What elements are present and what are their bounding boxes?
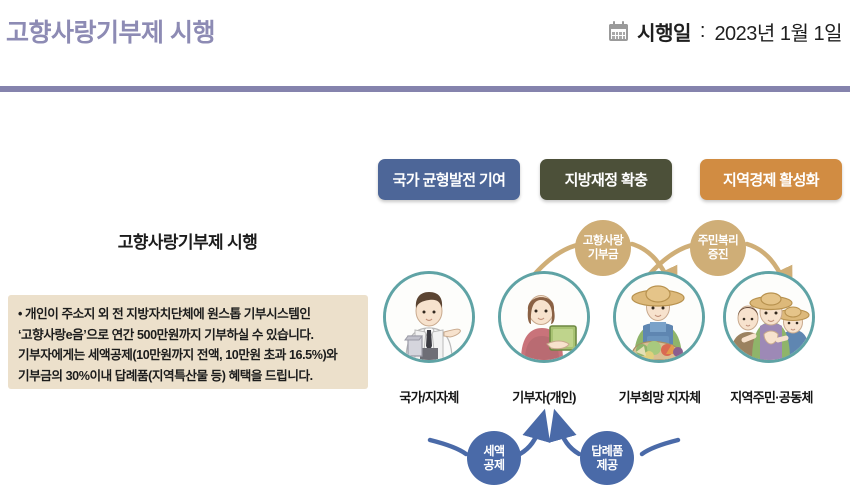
outcome-pill-local-economy: 지역경제 활성화 bbox=[700, 159, 842, 200]
description-box: • 개인이 주소지 외 전 지방자치단체에 원스톱 기부시스템인 ‘고향사랑e음… bbox=[8, 295, 368, 389]
avatar-official bbox=[383, 271, 475, 363]
effective-date-separator: : bbox=[699, 20, 706, 42]
effective-date-label: 시행일 bbox=[637, 23, 691, 45]
description-text: • 개인이 주소지 외 전 지방자치단체에 원스톱 기부시스템인 ‘고향사랑e음… bbox=[18, 307, 338, 383]
avatar-farmer bbox=[613, 271, 705, 363]
flow-circle-reward-gift: 답례품 제공 bbox=[580, 431, 634, 485]
avatar-label-target-municipality: 기부희망 지자체 bbox=[618, 390, 701, 405]
flow-diagram: 국가 균형발전 기여 지방재정 확충 지역경제 활성화 고향사랑 기부금 주민복… bbox=[370, 140, 850, 497]
avatar-label-community: 지역주민·공동체 bbox=[730, 390, 813, 405]
flow-circle-welfare: 주민복리 증진 bbox=[690, 220, 746, 276]
header-divider bbox=[0, 86, 850, 92]
avatar-label-donor: 기부자(개인) bbox=[512, 390, 576, 405]
section-subtitle: 고향사랑기부제 시행 bbox=[117, 233, 258, 252]
avatar-community bbox=[723, 271, 815, 363]
effective-date-value: 2023년 1월 1일 bbox=[714, 23, 842, 45]
calendar-icon bbox=[609, 21, 630, 42]
avatar-donor bbox=[498, 271, 590, 363]
flow-circle-tax-deduction: 세액 공제 bbox=[467, 431, 521, 485]
outcome-pill-local-finance: 지방재정 확충 bbox=[540, 159, 672, 200]
avatar-label-official: 국가/지자체 bbox=[399, 390, 459, 405]
outcome-pill-national-balance: 국가 균형발전 기여 bbox=[378, 159, 520, 200]
page-title: 고향사랑기부제 시행 bbox=[6, 19, 215, 47]
flow-circle-donation: 고향사랑 기부금 bbox=[575, 220, 631, 276]
effective-date-group: 시행일 : 2023년 1월 1일 bbox=[609, 17, 842, 46]
page-header: 고향사랑기부제 시행 시행일 : 2023년 1월 1일 bbox=[0, 0, 850, 92]
